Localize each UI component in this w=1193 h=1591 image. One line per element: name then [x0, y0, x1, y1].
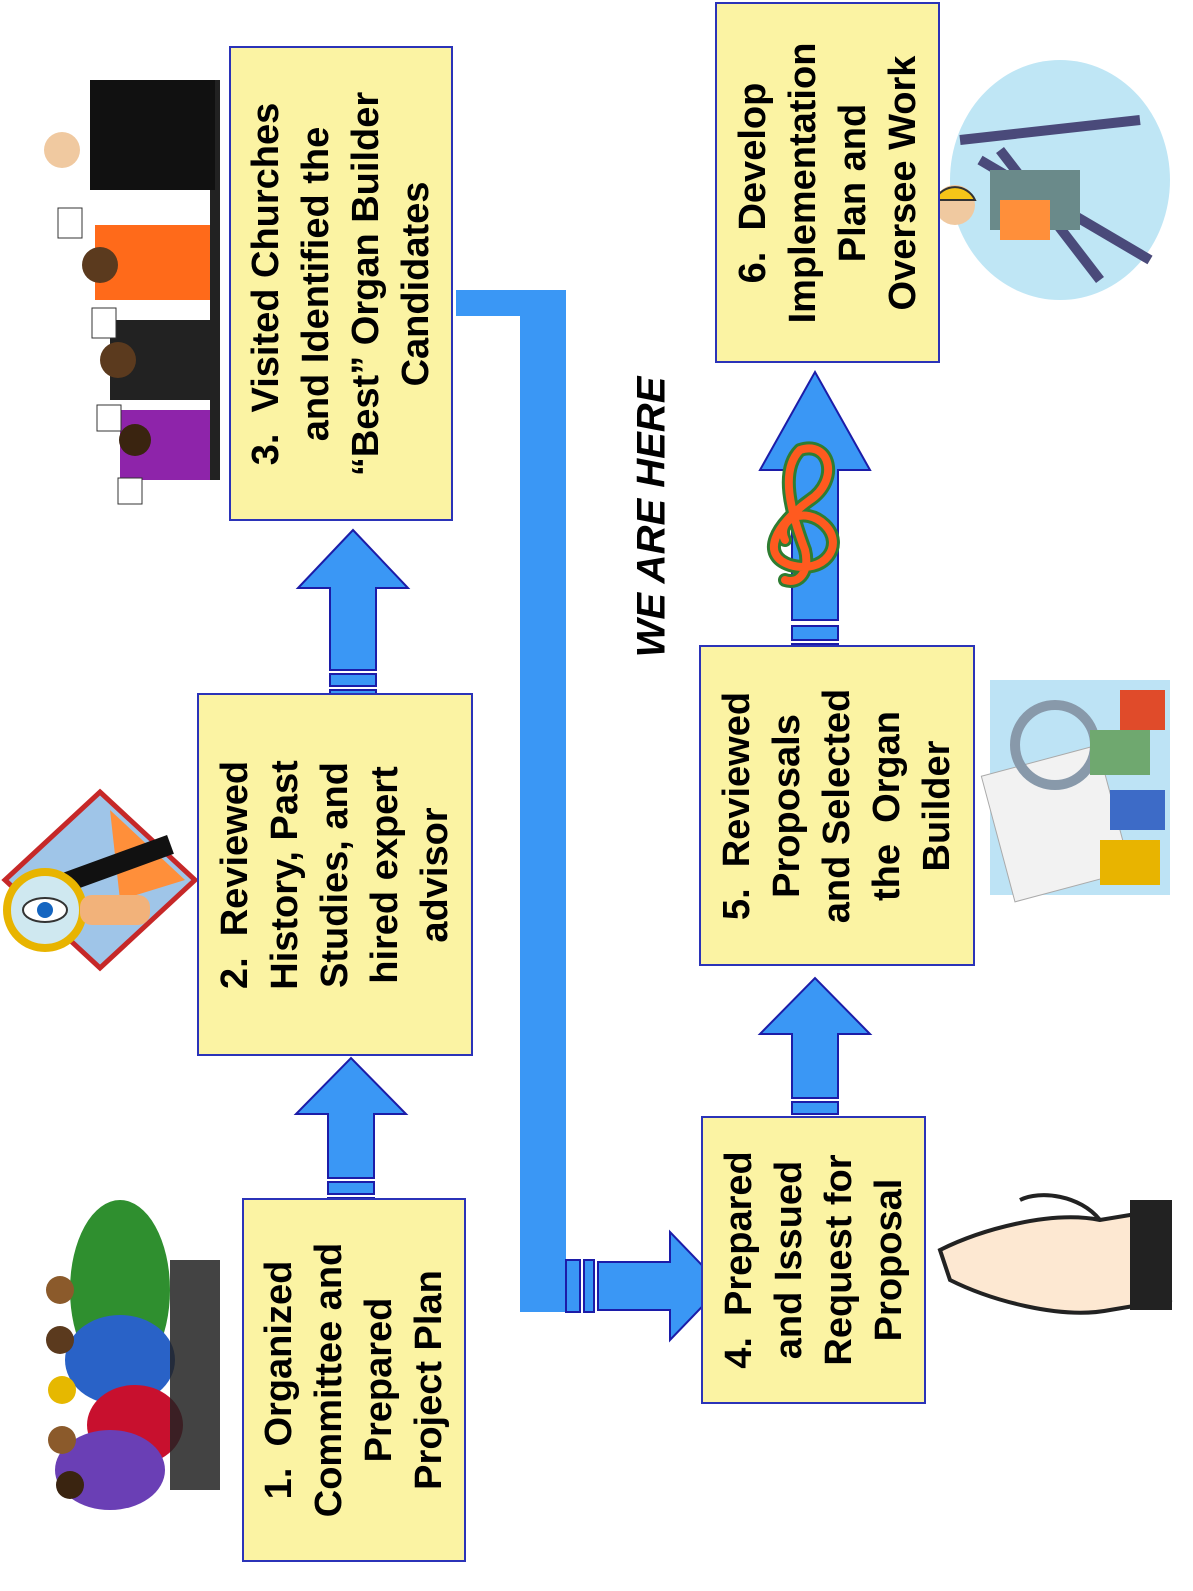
magnifying-glass-eye-icon	[1, 788, 199, 972]
arrow-1-to-2	[293, 1056, 409, 1211]
we-are-here-label: WE ARE HERE	[629, 376, 674, 658]
crossed-fingers-icon	[937, 1193, 1173, 1315]
step-4-box: 4. Prepared and Issued Request for Propo…	[701, 1116, 926, 1404]
step-6-box: 6. Develop Implementation Plan and Overs…	[715, 2, 940, 363]
team-magnifier-icon	[980, 680, 1170, 903]
judges-panel-icon	[44, 80, 220, 505]
step-2-label: 2. Reviewed History, Past Studies, and h…	[214, 759, 456, 990]
step-3-box: 3. Visited Churches and Identified the “…	[229, 46, 453, 521]
step-1-box: 1. Organized Committee and Prepared Proj…	[242, 1198, 466, 1562]
step-2-box: 2. Reviewed History, Past Studies, and h…	[197, 693, 473, 1056]
treble-clef-icon	[766, 441, 840, 588]
step-5-box: 5. Reviewed Proposals and Selected the O…	[699, 645, 975, 966]
step-1-label: 1. Organized Committee and Prepared Proj…	[258, 1242, 450, 1518]
arrow-2-to-3	[295, 528, 411, 703]
step-5-label: 5. Reviewed Proposals and Selected the O…	[716, 688, 958, 923]
committee-group-icon	[46, 1200, 220, 1510]
step-6-label: 6. Develop Implementation Plan and Overs…	[731, 42, 924, 323]
step-3-label: 3. Visited Churches and Identified the “…	[245, 91, 437, 476]
arrow-4-to-5	[757, 976, 873, 1131]
connector-3-to-4	[456, 290, 724, 1343]
step-4-label: 4. Prepared and Issued Request for Propo…	[717, 1151, 910, 1369]
surveyor-icon	[933, 60, 1170, 300]
